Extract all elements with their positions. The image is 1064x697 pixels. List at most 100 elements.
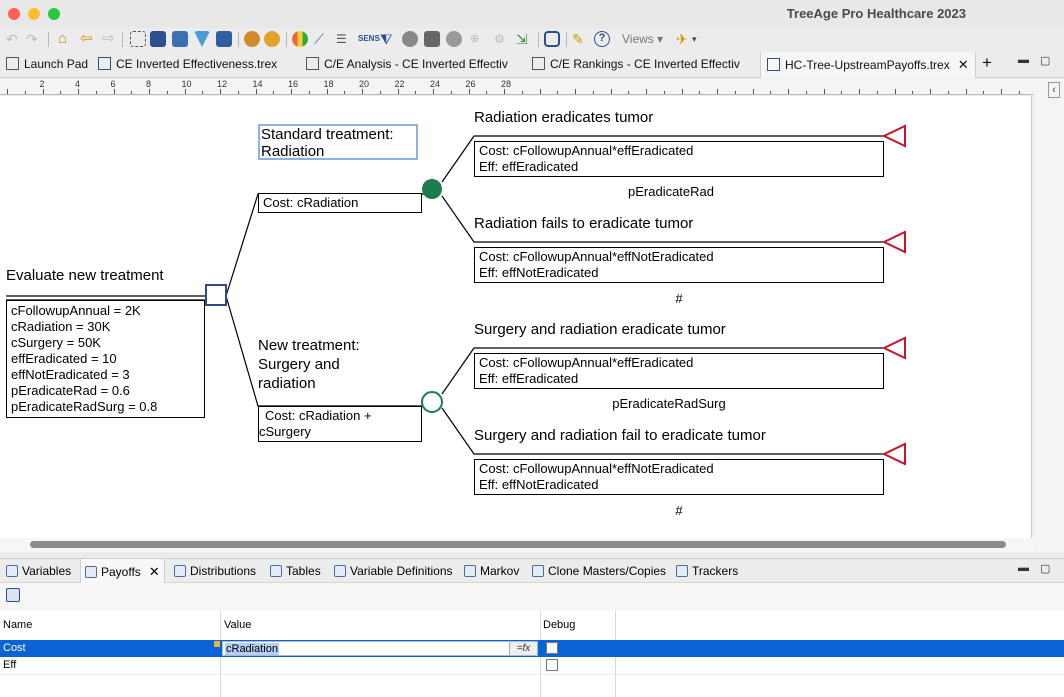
forward-icon[interactable]: ⇨ — [102, 30, 115, 47]
close-window-button[interactable] — [8, 8, 20, 20]
root-node-label[interactable]: Evaluate new treatment — [6, 267, 164, 284]
calculator-icon[interactable] — [244, 31, 260, 47]
scrollbar-thumb[interactable] — [30, 541, 1006, 548]
gear-icon[interactable] — [264, 31, 280, 47]
tab-distributions[interactable]: Distributions — [170, 559, 260, 583]
minimize-panel-icon[interactable]: ▬ — [1018, 562, 1029, 574]
back-icon[interactable]: ⇦ — [80, 30, 93, 47]
new-tab-icon[interactable]: + — [982, 53, 992, 72]
table-row-cost[interactable]: Cost cRadiation =fx — [0, 640, 1064, 657]
minimize-view-icon[interactable]: ▬ — [1018, 54, 1029, 66]
ruler-tick — [237, 91, 239, 94]
root-variables-box[interactable]: cFollowupAnnual = 2K cRadiation = 30K cS… — [6, 300, 205, 418]
tab-hc-tree-upstream[interactable]: HC-Tree-UpstreamPayoffs.trex✕ — [760, 52, 976, 78]
ruler-tick — [468, 89, 470, 94]
minimize-window-button[interactable] — [28, 8, 40, 20]
tab-markov[interactable]: Markov — [460, 559, 523, 583]
terminal-node-4[interactable] — [881, 442, 906, 466]
terminal-node-1[interactable] — [881, 124, 906, 148]
tree-canvas[interactable]: Evaluate new treatment cFollowupAnnual =… — [0, 96, 1032, 538]
select-icon[interactable] — [130, 31, 146, 47]
horizontal-scrollbar[interactable] — [0, 538, 1034, 552]
rankings-icon[interactable] — [292, 31, 308, 47]
tab-ce-rankings[interactable]: C/E Rankings - CE Inverted Effectiv — [526, 52, 746, 78]
ruler-tick — [876, 91, 878, 94]
column-header-name[interactable]: Name — [3, 619, 33, 631]
help-icon[interactable]: ? — [594, 31, 610, 47]
chevron-down-icon[interactable]: ▾ — [692, 34, 697, 44]
zoom-window-button[interactable] — [48, 8, 60, 20]
column-header-value[interactable]: Value — [224, 619, 252, 631]
outcome-payoff-box-2[interactable]: Cost: cFollowupAnnual*effNotEradicated E… — [474, 247, 884, 283]
payoff-box-standard[interactable]: Cost: cRadiation — [258, 193, 422, 213]
house-icon — [6, 57, 19, 70]
dice-icon[interactable] — [402, 31, 418, 47]
close-tab-icon[interactable]: ✕ — [148, 564, 160, 579]
branch-label-new[interactable]: New treatment: Surgery and radiation — [258, 337, 360, 392]
redo-icon[interactable]: ↷ — [26, 31, 38, 47]
editor-tab-bar: Launch Pad CE Inverted Effectiveness.tre… — [0, 52, 1064, 78]
disabled-icon-2[interactable]: ⚙ — [494, 32, 505, 46]
export-icon[interactable]: ⇲ — [516, 31, 528, 47]
close-tab-icon[interactable]: ✕ — [957, 57, 969, 72]
maximize-panel-icon[interactable]: ▢ — [1040, 563, 1051, 575]
probability-label-4[interactable]: # — [675, 503, 683, 518]
tab-ce-inverted[interactable]: CE Inverted Effectiveness.trex — [92, 52, 283, 78]
ruler-tick — [379, 91, 381, 94]
tab-trackers[interactable]: Trackers — [672, 559, 742, 583]
tab-variable-definitions[interactable]: Variable Definitions — [330, 559, 457, 583]
payoff-box-new[interactable]: Cost: cRadiation + cSurgery — [258, 406, 422, 442]
save-icon[interactable] — [216, 31, 232, 47]
shield-icon[interactable] — [194, 31, 210, 47]
tab-tables[interactable]: Tables — [266, 559, 325, 583]
debug-checkbox-eff[interactable] — [546, 659, 558, 671]
outcome-payoff-box-3[interactable]: Cost: cFollowupAnnual*effEradicated Eff:… — [474, 353, 884, 389]
model-icon[interactable] — [172, 31, 188, 47]
cube-icon[interactable] — [424, 31, 440, 47]
probability-label-1[interactable]: pEradicateRad — [628, 184, 714, 199]
value-input-cost[interactable]: cRadiation =fx — [222, 641, 538, 656]
maximize-view-icon[interactable]: ▢ — [1040, 55, 1051, 67]
table-row-eff[interactable]: Eff — [0, 657, 1064, 674]
tab-clone-masters[interactable]: Clone Masters/Copies — [528, 559, 670, 583]
chance-node-new[interactable] — [421, 391, 443, 413]
chance-node-standard[interactable] — [422, 179, 442, 199]
filter-icon[interactable]: ⧨ — [380, 31, 393, 47]
column-header-debug[interactable]: Debug — [543, 619, 576, 631]
rocket-icon[interactable]: ✈ — [676, 31, 688, 47]
undo-icon[interactable]: ↶ — [6, 31, 18, 47]
chevron-left-icon[interactable]: ‹ — [1048, 82, 1060, 98]
outcome-label-2[interactable]: Radiation fails to eradicate tumor — [474, 215, 694, 232]
sensitivity-icon[interactable]: SENS — [358, 34, 380, 43]
views-dropdown[interactable]: Views ▾ — [622, 32, 664, 46]
tools-icon[interactable]: ✎ — [572, 31, 584, 47]
list-icon[interactable]: ☰ — [336, 32, 347, 46]
decision-node[interactable] — [205, 284, 227, 306]
tab-launch-pad[interactable]: Launch Pad — [0, 52, 94, 78]
probability-label-3[interactable]: pEradicateRadSurg — [612, 396, 726, 411]
tree-icon[interactable] — [150, 31, 166, 47]
ruler-tick — [504, 89, 505, 94]
tab-ce-analysis[interactable]: C/E Analysis - CE Inverted Effectiv — [300, 52, 514, 78]
markov-icon — [464, 565, 476, 577]
probability-label-2[interactable]: # — [675, 291, 683, 306]
outcome-label-3[interactable]: Surgery and radiation eradicate tumor — [474, 321, 726, 338]
terminal-node-3[interactable] — [881, 336, 906, 360]
ruler-tick — [930, 89, 931, 94]
debug-checkbox-cost[interactable] — [546, 642, 558, 654]
home-icon[interactable]: ⌂ — [58, 30, 68, 47]
disabled-icon[interactable]: ⊕ — [470, 33, 480, 45]
outcome-payoff-box-4[interactable]: Cost: cFollowupAnnual*effNotEradicated E… — [474, 459, 884, 495]
line-chart-icon[interactable]: ⟋ — [314, 31, 324, 47]
outcome-label-1[interactable]: Radiation eradicates tumor — [474, 109, 654, 126]
branch-label-standard[interactable]: Standard treatment: Radiation — [258, 124, 418, 160]
terminal-node-2[interactable] — [881, 230, 906, 254]
tab-variables[interactable]: Variables — [2, 559, 75, 583]
formula-button[interactable]: =fx — [509, 642, 537, 655]
outcome-label-4[interactable]: Surgery and radiation fail to eradicate … — [474, 427, 766, 444]
payoffs-settings-icon[interactable] — [6, 588, 20, 602]
outcome-payoff-box-1[interactable]: Cost: cFollowupAnnual*effEradicated Eff:… — [474, 141, 884, 177]
multi-dice-icon[interactable] — [446, 31, 462, 47]
database-icon[interactable] — [544, 31, 560, 47]
tab-payoffs[interactable]: Payoffs✕ — [80, 559, 165, 583]
